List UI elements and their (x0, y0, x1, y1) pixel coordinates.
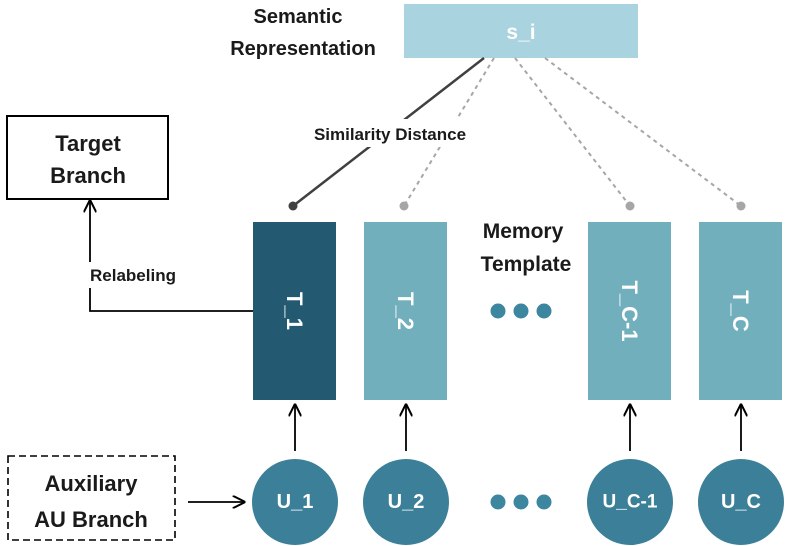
unit-label: U_C-1 (603, 492, 658, 513)
similarity-link-dashed (403, 57, 495, 207)
semantic-representation-label-line2: Representation (230, 38, 376, 60)
auxiliary-branch-label-line2: AU Branch (34, 507, 148, 532)
auxiliary-branch-label-line1: Auxiliary (45, 471, 139, 496)
link-end-dot (288, 201, 298, 211)
auxiliary-branch-box: Auxiliary AU Branch (7, 455, 176, 541)
memory-template-label: T_2 (393, 292, 418, 330)
relabeling-label-bg (77, 262, 189, 288)
unit-circle: U_C (698, 459, 784, 545)
target-branch-label-line1: Target (55, 131, 121, 156)
target-branch-label-line2: Branch (50, 163, 126, 188)
template-ellipsis (490, 303, 552, 319)
memory-template-bar: T_1 (253, 222, 336, 400)
memory-template-bar: T_2 (364, 222, 447, 400)
link-end-dot (625, 201, 635, 211)
memory-template-bar: T_C-1 (588, 222, 671, 400)
link-end-dot (399, 201, 409, 211)
similarity-label-bg (293, 119, 488, 147)
memory-template-label: T_C-1 (617, 280, 642, 341)
relabeling-arrow (90, 201, 253, 312)
similarity-link-dashed (544, 57, 742, 207)
similarity-link-dashed (514, 57, 631, 207)
memory-template-label: T_1 (282, 292, 307, 330)
unit-label: U_1 (277, 491, 314, 513)
semantic-box-label: s_i (506, 21, 535, 44)
unit-circle: U_C-1 (587, 459, 673, 545)
target-branch-box: Target Branch (6, 115, 169, 200)
unit-circle: U_1 (252, 459, 338, 545)
relabeling-label: Relabeling (90, 266, 176, 285)
memory-template-label: T_C (728, 290, 753, 332)
similarity-distance-label: Similarity Distance (314, 125, 466, 144)
unit-label: U_2 (388, 491, 425, 513)
memory-template-label-line1: Memory (483, 220, 564, 243)
link-end-dot (736, 201, 746, 211)
memory-template-bar: T_C (699, 222, 782, 400)
unit-ellipsis (490, 494, 552, 510)
memory-template-label-line2: Template (481, 253, 572, 276)
semantic-representation-label-line1: Semantic (254, 6, 343, 28)
semantic-box: s_i (404, 4, 638, 58)
unit-circle: U_2 (363, 459, 449, 545)
unit-label: U_C (721, 491, 761, 513)
